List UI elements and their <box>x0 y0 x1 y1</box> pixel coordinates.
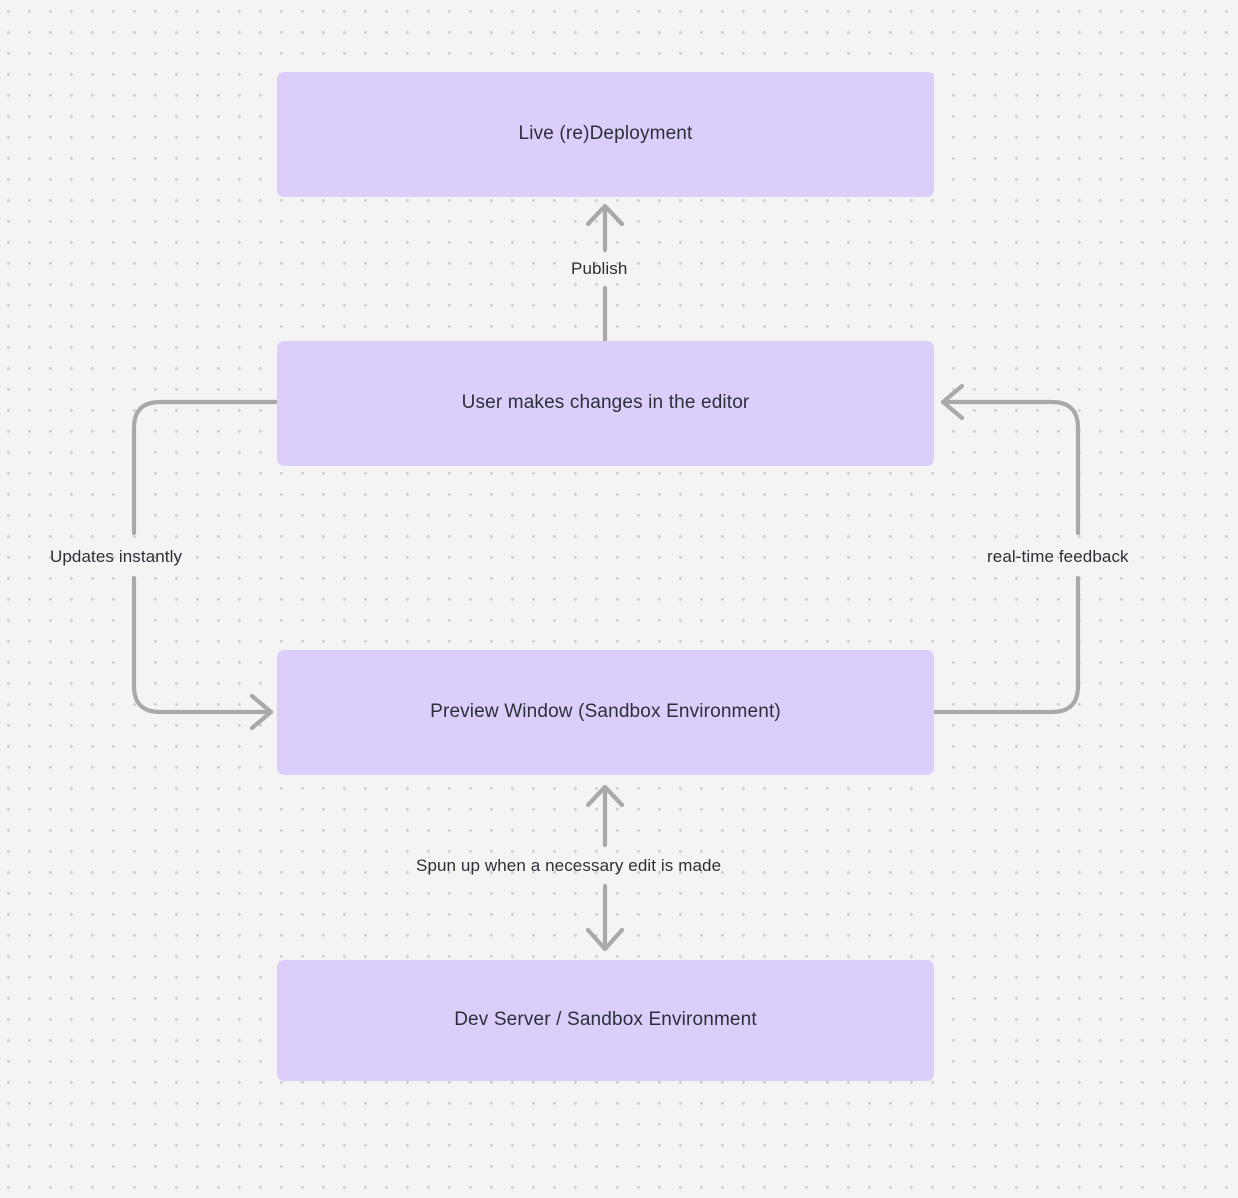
node-user-makes-changes[interactable]: User makes changes in the editor <box>277 341 934 466</box>
node-label: Live (re)Deployment <box>518 123 693 145</box>
node-label: User makes changes in the editor <box>461 392 750 414</box>
edge-label-real-time-feedback: real-time feedback <box>987 547 1129 566</box>
node-preview-window[interactable]: Preview Window (Sandbox Environment) <box>277 650 934 775</box>
node-live-redeployment[interactable]: Live (re)Deployment <box>277 72 934 197</box>
edge-label-publish: Publish <box>571 259 628 278</box>
node-label: Preview Window (Sandbox Environment) <box>430 701 781 723</box>
node-dev-server-sandbox[interactable]: Dev Server / Sandbox Environment <box>277 960 934 1081</box>
edge-label-updates-instantly: Updates instantly <box>50 547 183 566</box>
edge-label-spun-up: Spun up when a necessary edit is made <box>416 856 722 875</box>
node-label: Dev Server / Sandbox Environment <box>454 1009 757 1031</box>
